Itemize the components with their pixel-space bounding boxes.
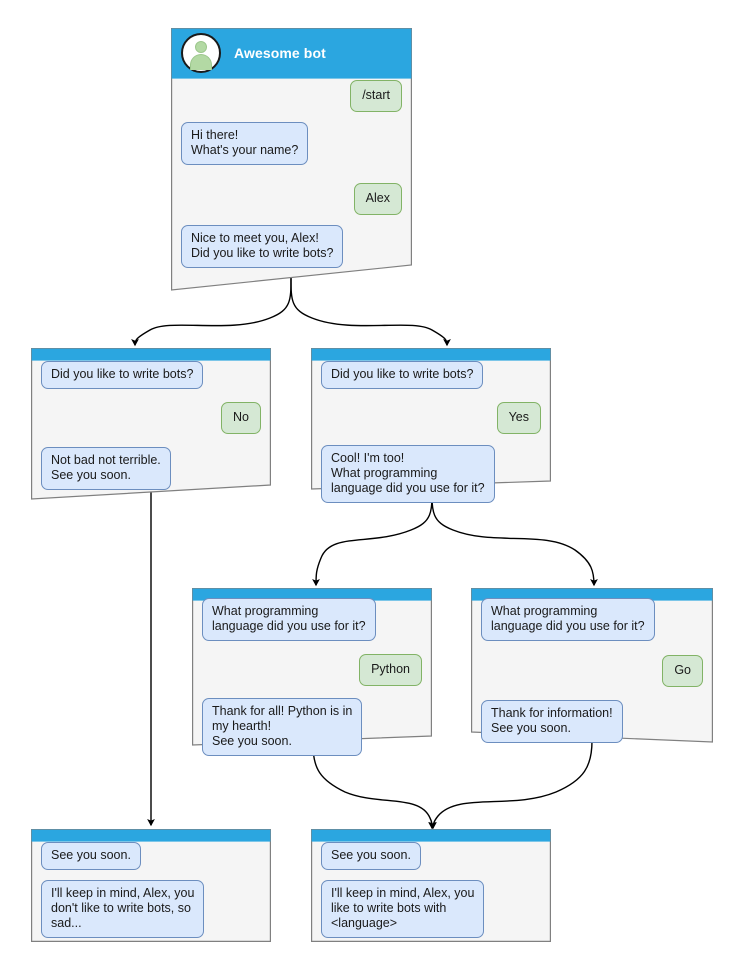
chat-transcript: See you soon. I'll keep in mind, Alex, y… — [31, 842, 271, 938]
bot-message-bubble[interactable]: Hi there! What's your name? — [181, 122, 309, 165]
user-message-bubble[interactable]: Yes — [496, 402, 541, 434]
node-content: What programming language did you use fo… — [192, 588, 432, 756]
node-content: Did you like to write bots? No Not bad n… — [31, 348, 271, 500]
edge-go-to-end-happy — [429, 740, 593, 830]
edge-yes-to-python — [312, 489, 433, 587]
node-content: Did you like to write bots? Yes Cool! I'… — [311, 348, 551, 503]
node-content: See you soon. I'll keep in mind, Alex, y… — [31, 829, 271, 942]
user-message-bubble[interactable]: Go — [662, 655, 703, 687]
node-content: See you soon. I'll keep in mind, Alex, y… — [311, 829, 551, 942]
chat-transcript: What programming language did you use fo… — [192, 598, 432, 756]
message-row: Go — [481, 655, 703, 687]
node-awesome-bot-start[interactable]: Awesome bot /start Hi there! What's your… — [171, 28, 412, 291]
bot-message-bubble[interactable]: Thank for all! Python is in my hearth! S… — [202, 698, 363, 756]
bot-message-bubble[interactable]: What programming language did you use fo… — [481, 598, 655, 641]
bot-message-bubble[interactable]: I'll keep in mind, Alex, you like to wri… — [321, 880, 485, 938]
bot-message-bubble[interactable]: Cool! I'm too! What programming language… — [321, 445, 495, 503]
node-header: Awesome bot — [171, 28, 412, 78]
message-row: Python — [202, 654, 422, 686]
bot-message-bubble[interactable]: I'll keep in mind, Alex, you don't like … — [41, 880, 205, 938]
bot-message-bubble[interactable]: What programming language did you use fo… — [202, 598, 376, 641]
node-ending-likes-bots[interactable]: See you soon. I'll keep in mind, Alex, y… — [311, 829, 551, 942]
bot-message-bubble[interactable]: Thank for information! See you soon. — [481, 700, 623, 743]
node-title: Awesome bot — [234, 45, 326, 61]
message-row: Thank for all! Python is in my hearth! S… — [202, 698, 422, 756]
chat-transcript: What programming language did you use fo… — [471, 598, 713, 743]
message-row: Yes — [321, 402, 541, 434]
user-message-bubble[interactable]: Alex — [353, 183, 402, 215]
bot-message-bubble[interactable]: Did you like to write bots? — [41, 361, 204, 389]
user-message-bubble[interactable]: Python — [359, 654, 422, 686]
message-row: Not bad not terrible. See you soon. — [41, 447, 261, 490]
message-row: Alex — [181, 183, 402, 215]
message-row: Thank for information! See you soon. — [481, 700, 703, 743]
message-row: What programming language did you use fo… — [202, 598, 422, 641]
message-row: Nice to meet you, Alex! Did you like to … — [181, 225, 402, 268]
node-content: What programming language did you use fo… — [471, 588, 713, 743]
message-row: See you soon. — [41, 842, 261, 870]
bot-avatar-icon — [181, 33, 221, 73]
edge-yes-to-go — [431, 489, 598, 587]
chat-transcript: /start Hi there! What's your name? Alex … — [171, 80, 412, 268]
message-row: Cool! I'm too! What programming language… — [321, 445, 541, 503]
node-answer-yes[interactable]: Did you like to write bots? Yes Cool! I'… — [311, 348, 551, 503]
node-answer-go[interactable]: What programming language did you use fo… — [471, 588, 713, 743]
message-row: Did you like to write bots? — [321, 361, 541, 389]
user-message-bubble[interactable]: /start — [350, 80, 402, 112]
bot-message-bubble[interactable]: Not bad not terrible. See you soon. — [41, 447, 171, 490]
bot-message-bubble[interactable]: Nice to meet you, Alex! Did you like to … — [181, 225, 344, 268]
node-answer-python[interactable]: What programming language did you use fo… — [192, 588, 432, 756]
message-row: I'll keep in mind, Alex, you like to wri… — [321, 880, 541, 938]
message-row: What programming language did you use fo… — [481, 598, 703, 641]
node-content: Awesome bot /start Hi there! What's your… — [171, 28, 412, 291]
bot-message-bubble[interactable]: See you soon. — [321, 842, 421, 870]
message-row: Hi there! What's your name? — [181, 122, 402, 165]
chat-transcript: See you soon. I'll keep in mind, Alex, y… — [311, 842, 551, 938]
node-ending-no-bots[interactable]: See you soon. I'll keep in mind, Alex, y… — [31, 829, 271, 942]
message-row: See you soon. — [321, 842, 541, 870]
node-answer-no[interactable]: Did you like to write bots? No Not bad n… — [31, 348, 271, 500]
message-row: /start — [181, 80, 402, 112]
user-message-bubble[interactable]: No — [221, 402, 261, 434]
chat-transcript: Did you like to write bots? Yes Cool! I'… — [311, 361, 551, 503]
message-row: I'll keep in mind, Alex, you don't like … — [41, 880, 261, 938]
bot-message-bubble[interactable]: Did you like to write bots? — [321, 361, 484, 389]
bot-message-bubble[interactable]: See you soon. — [41, 842, 141, 870]
chat-transcript: Did you like to write bots? No Not bad n… — [31, 361, 271, 490]
edge-python-to-end-happy — [312, 744, 436, 830]
message-row: Did you like to write bots? — [41, 361, 261, 389]
message-row: No — [41, 402, 261, 434]
